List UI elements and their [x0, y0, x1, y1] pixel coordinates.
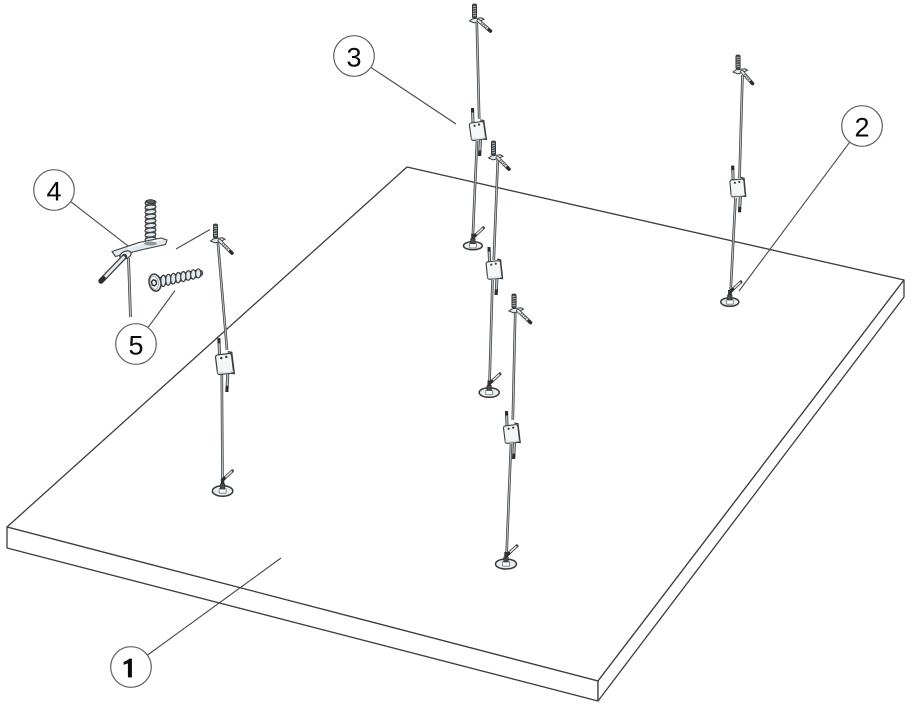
svg-text:4: 4: [46, 176, 61, 206]
svg-text:2: 2: [854, 112, 869, 142]
svg-text:5: 5: [128, 330, 143, 360]
svg-text:3: 3: [346, 42, 361, 72]
